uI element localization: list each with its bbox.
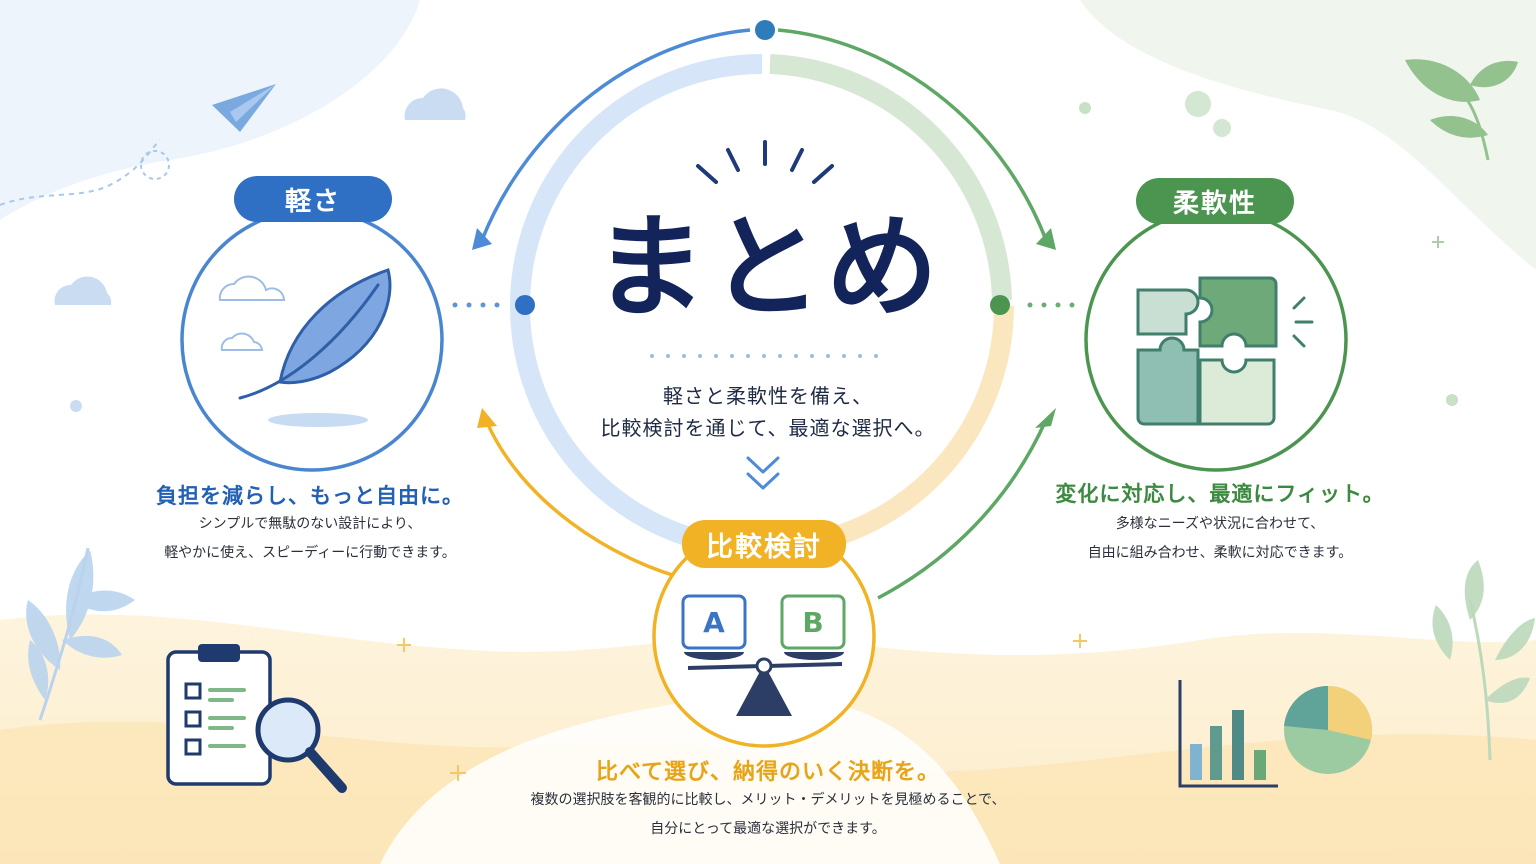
lightness-description-line2: 軽やかに使え、スピーディーに行動できます。	[164, 545, 456, 561]
comparison-description-line1: 複数の選択肢を客観的に比較し、メリット・デメリットを見極めることで、	[530, 792, 1006, 808]
summary-subtitle: 軽さと柔軟性を備え、 比較検討を通じて、最適な選択へ。	[540, 380, 996, 444]
lightness-description: シンプルで無駄のない設計により、 軽やかに使え、スピーディーに行動できます。	[110, 510, 510, 568]
summary-title: まとめ	[594, 203, 942, 333]
flexibility-description-line2: 自由に組み合わせ、柔軟に対応できます。	[1087, 545, 1353, 561]
option-a-label: A	[703, 605, 725, 639]
flexibility-description-line1: 多様なニーズや状況に合わせて、	[1115, 516, 1325, 532]
balance-scale-icon	[681, 594, 846, 716]
analytics-chart-icon	[1178, 680, 1373, 788]
clipboard-search-icon	[166, 644, 347, 793]
option-b-label: B	[802, 605, 824, 639]
puzzle-icon	[1136, 276, 1314, 426]
comparison-description: 複数の選択肢を客観的に比較し、メリット・デメリットを見極めることで、 自分にとっ…	[440, 786, 1096, 844]
label-comparison: 比較検討	[682, 520, 846, 568]
center-ring	[510, 54, 1014, 550]
lightness-description-line1: シンプルで無駄のない設計により、	[198, 516, 422, 532]
comparison-description-line2: 自分にとって最適な選択ができます。	[650, 821, 886, 837]
feather-icon	[218, 268, 392, 427]
flexibility-heading: 変化に対応し、最適にフィット。	[1055, 482, 1385, 506]
summary-subtitle-line2: 比較検討を通じて、最適な選択へ。	[600, 416, 936, 440]
label-flexibility: 柔軟性	[1136, 178, 1294, 224]
lightness-heading: 負担を減らし、もっと自由に。	[156, 484, 464, 508]
comparison-heading: 比べて選び、納得のいく決断を。	[595, 760, 941, 785]
label-lightness: 軽さ	[234, 176, 392, 222]
flexibility-description: 多様なニーズや状況に合わせて、 自由に組み合わせ、柔軟に対応できます。	[1020, 510, 1420, 568]
summary-subtitle-line1: 軽さと柔軟性を備え、	[663, 384, 873, 408]
